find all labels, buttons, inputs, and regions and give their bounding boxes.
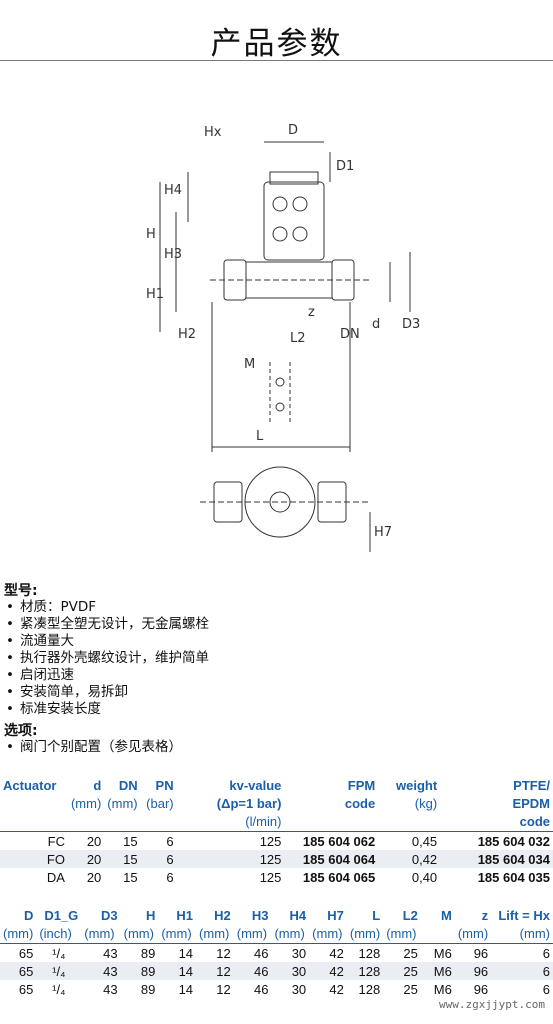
dimensions-table: D D1_G D3 H H1 H2 H3 H4 H7 L L2 M z Lift… — [0, 907, 553, 998]
dim-label-h: H — [146, 227, 156, 242]
col-header: H — [145, 908, 156, 923]
dim-label-h7: H7 — [374, 525, 392, 540]
dim-label-h4: H4 — [164, 183, 182, 198]
col-header: Actuator — [3, 778, 57, 793]
watermark: www.zgxjjypt.com — [439, 998, 545, 1011]
dim-label-l2: L2 — [290, 331, 306, 346]
col-unit: (mm) — [70, 796, 102, 811]
model-feature-list: 材质：PVDF 紧凑型全塑无设计，无金属螺栓 流通量大 执行器外壳螺纹设计，维护… — [4, 599, 209, 718]
col-header: H1 — [176, 908, 194, 923]
col-header: PN — [155, 778, 174, 793]
list-item: 安装简单，易拆卸 — [4, 684, 209, 701]
list-item: 启闭迅速 — [4, 667, 209, 684]
col-header: PTFE/ — [513, 778, 550, 793]
col-header: kv-value — [229, 778, 282, 793]
table-row: 65 ¹/₄ 43 89 14 12 46 30 42 128 25 M6 96… — [18, 981, 550, 997]
col-header: DN — [118, 778, 138, 793]
options-heading: 选项: — [4, 723, 38, 739]
col-header: D — [23, 908, 34, 923]
table-row: FO 20 15 6 125 185 604 064 0,42 185 604 … — [0, 850, 553, 868]
col-header: M — [440, 908, 452, 923]
dim-label-d1: D1 — [336, 159, 354, 174]
col-unit: (mm) — [161, 926, 192, 941]
dim-label-d-small: d — [372, 317, 380, 332]
col-unit: (mm) — [84, 926, 115, 941]
table-row: 65 ¹/₄ 43 89 14 12 46 30 42 128 25 M6 96… — [0, 943, 553, 962]
table-row: 65 ¹/₄ 43 89 14 12 46 30 42 128 25 M6 96… — [0, 962, 553, 980]
col-header: D1_G — [44, 908, 79, 923]
col-header: d — [93, 778, 102, 793]
dim-label-m: M — [244, 357, 255, 372]
list-item: 材质：PVDF — [4, 599, 209, 616]
actuator-body — [263, 181, 325, 261]
col-unit: (mm) — [386, 926, 417, 941]
list-item: 阀门个别配置（参见表格） — [4, 739, 182, 756]
dim-label-l: L — [256, 429, 264, 444]
col-unit: (l/min) — [245, 814, 282, 829]
list-item: 紧凑型全塑无设计，无金属螺栓 — [4, 616, 209, 633]
actuator-table: Actuator d DN PN kv-value FPM weight PTF… — [0, 777, 553, 886]
col-header: L2 — [402, 908, 418, 923]
col-unit: (mm) — [199, 926, 230, 941]
col-header: H4 — [289, 908, 307, 923]
col-header: H2 — [214, 908, 231, 923]
col-header: weight — [396, 778, 438, 793]
col-header: EPDM — [512, 796, 550, 811]
col-unit: (inch) — [39, 926, 72, 941]
dim-label-h2: H2 — [178, 327, 196, 342]
dim-label-z: z — [308, 305, 315, 320]
list-item: 流通量大 — [4, 633, 209, 650]
col-unit: (mm) — [349, 926, 381, 941]
col-header: FPM — [347, 778, 376, 793]
col-header: Lift = Hx — [498, 908, 550, 923]
col-unit: (kg) — [414, 796, 438, 811]
col-unit: (bar) — [146, 796, 174, 811]
col-header: z — [481, 908, 489, 923]
table-row: FC 20 15 6 125 185 604 062 0,45 185 604 … — [0, 831, 553, 850]
list-item: 执行器外壳螺纹设计，维护简单 — [4, 650, 209, 667]
actuator-cap — [269, 171, 319, 185]
col-unit: (mm) — [457, 926, 489, 941]
dim-label-hx: Hx — [204, 125, 222, 140]
dim-label-d: D — [288, 123, 298, 138]
col-unit — [421, 925, 455, 944]
dim-label-h3: H3 — [164, 247, 182, 262]
valve-technical-drawing: Hx D D1 H4 H H3 H1 H2 z L2 DN d D3 M L H… — [146, 123, 420, 552]
col-header: H3 — [251, 908, 269, 923]
col-header: D3 — [101, 908, 118, 923]
options-list: 阀门个别配置（参见表格） — [4, 739, 182, 756]
col-unit: (mm) — [107, 796, 138, 811]
col-unit: (mm) — [519, 926, 550, 941]
title-divider — [0, 60, 553, 61]
col-unit: (mm) — [274, 926, 305, 941]
col-header: (Δp=1 bar) — [216, 796, 282, 811]
table-row: DA 20 15 6 125 185 604 065 0,40 185 604 … — [46, 869, 550, 885]
col-header: L — [372, 908, 381, 923]
dim-label-dn: DN — [340, 327, 360, 342]
list-item: 标准安装长度 — [4, 701, 209, 718]
col-header: code — [344, 796, 376, 811]
col-header: H7 — [327, 908, 344, 923]
page-title: 产品参数 — [210, 26, 343, 62]
dim-label-d3: D3 — [402, 317, 420, 332]
model-heading: 型号: — [4, 583, 38, 599]
col-unit: (mm) — [236, 926, 268, 941]
col-header: code — [519, 814, 550, 829]
col-unit: (mm) — [312, 926, 343, 941]
col-unit: (mm) — [3, 926, 34, 941]
dim-label-h1: H1 — [146, 287, 164, 302]
col-unit: (mm) — [123, 926, 154, 941]
